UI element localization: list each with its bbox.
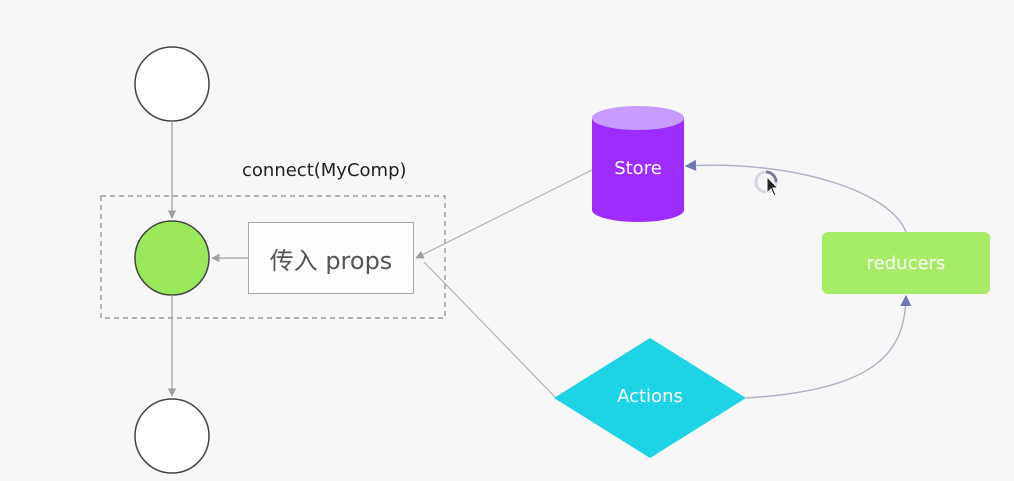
store-cylinder <box>592 106 684 222</box>
component-circle-connected <box>134 220 210 296</box>
mouse-cursor-icon <box>766 175 780 197</box>
connect-label: connect(MyComp) <box>242 160 407 181</box>
reducers-box: reducers <box>822 232 990 294</box>
props-label: 传入 props <box>269 246 393 275</box>
connect-wrapper <box>100 195 446 319</box>
store-label: Store <box>614 158 662 179</box>
actions-label: Actions <box>617 386 683 407</box>
component-circle-top <box>134 46 210 122</box>
actions-diamond <box>554 338 746 458</box>
arrow-store-to-props <box>415 169 593 259</box>
line-props-to-actions <box>423 261 557 399</box>
loading-spinner-icon <box>754 170 778 194</box>
arrow-reducers-to-store <box>684 159 907 233</box>
props-box: 传入 props <box>248 222 414 294</box>
arrow-actions-to-reducers <box>745 294 912 399</box>
reducers-label: reducers <box>866 252 946 274</box>
component-circle-bottom <box>134 398 210 474</box>
